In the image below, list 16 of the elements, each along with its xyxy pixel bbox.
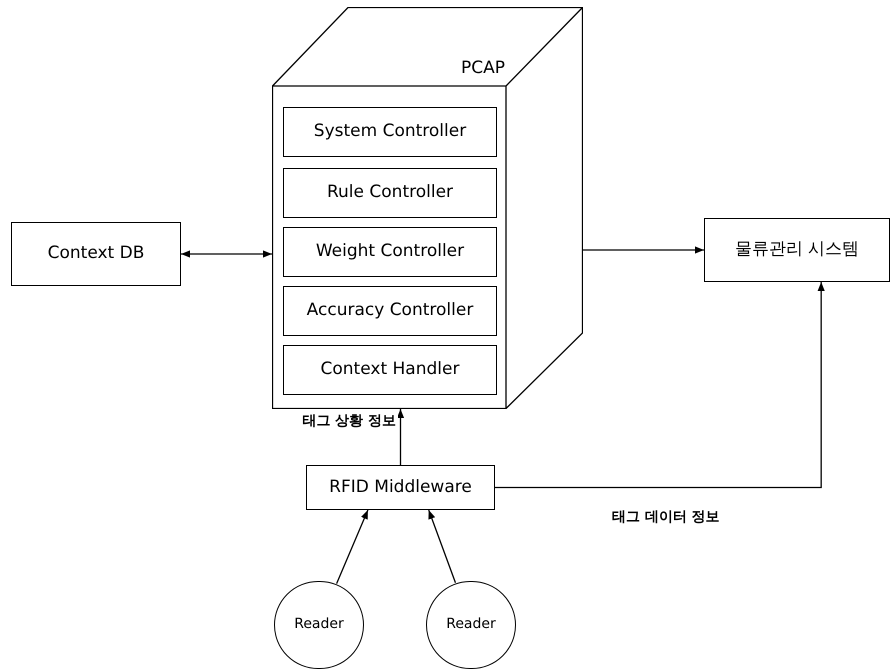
component-box: Context DB (11, 222, 181, 286)
component-box: System Controller (283, 107, 497, 157)
component-box: 물류관리 시스템 (704, 218, 890, 282)
edge-label: 태그 데이터 정보 (610, 510, 722, 524)
component-box: RFID Middleware (306, 465, 495, 510)
cabinet-label: PCAP (461, 60, 506, 77)
component-box: Context Handler (283, 345, 497, 395)
arrow (428, 510, 456, 583)
arrow (181, 250, 272, 258)
arrow (336, 510, 368, 584)
arrow (396, 409, 404, 465)
arrow (495, 282, 825, 488)
component-box: Rule Controller (283, 168, 497, 218)
component-box: Weight Controller (283, 227, 497, 277)
component-box: Accuracy Controller (283, 286, 497, 336)
arrow (583, 246, 704, 254)
